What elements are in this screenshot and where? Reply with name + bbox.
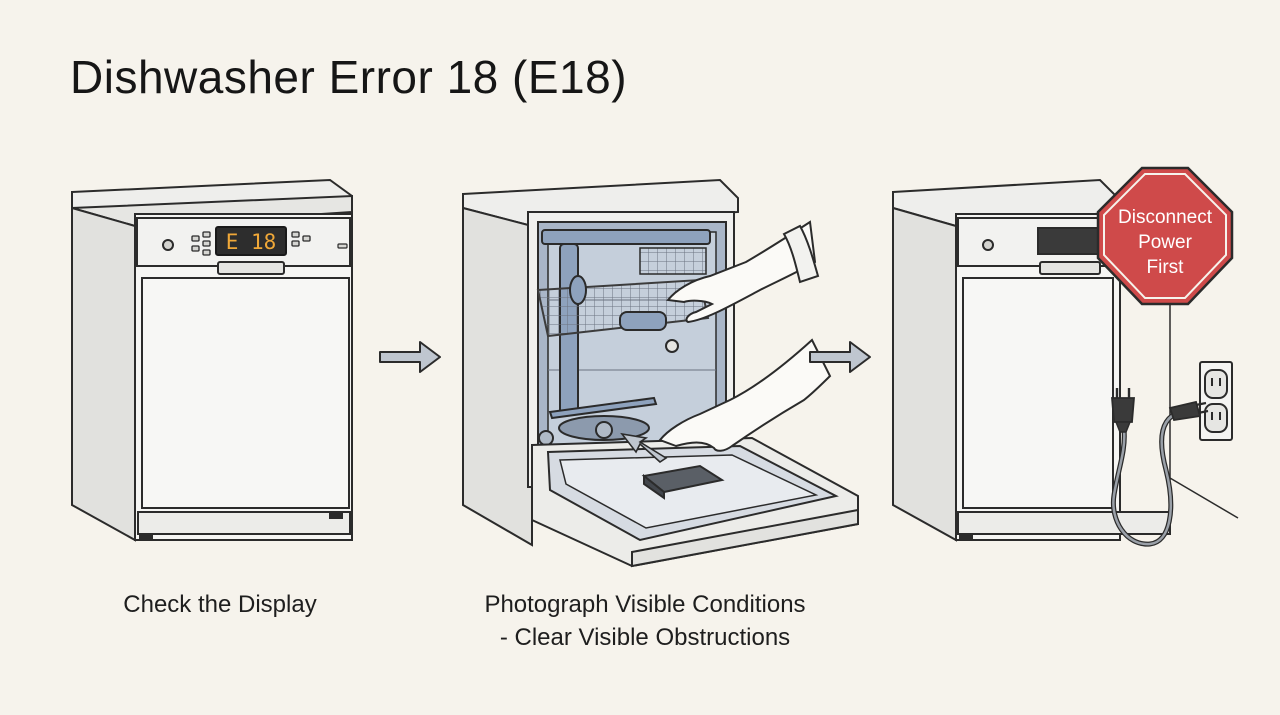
error-display: E 18 xyxy=(215,226,287,256)
stop-sign-text: Disconnect Power First xyxy=(1098,205,1232,280)
arrow-right-icon xyxy=(809,341,871,373)
step-1-caption: Check the Display xyxy=(123,591,317,618)
power-plug-icon xyxy=(1110,388,1209,547)
stop-sign-line-1: Disconnect xyxy=(1118,207,1212,228)
error-display-code: E 18 xyxy=(226,230,277,254)
wall-outlet-icon xyxy=(1199,361,1233,441)
page-title: Dishwasher Error 18 (E18) xyxy=(70,51,628,103)
step-2-caption-line-2: - Clear Visible Obstructions xyxy=(499,624,791,651)
step-2-caption-line-1: Photograph Visible Conditions xyxy=(484,591,806,618)
stop-sign-icon xyxy=(1096,166,1234,306)
stop-sign-line-2: Power xyxy=(1138,232,1192,253)
hand-icon xyxy=(658,220,832,452)
arrow-right-icon xyxy=(379,341,441,373)
stop-sign-line-3: First xyxy=(1146,257,1184,278)
dishwasher-1 xyxy=(71,178,353,542)
step-2-caption: Photograph Visible Conditions - Clear Vi… xyxy=(440,588,850,654)
